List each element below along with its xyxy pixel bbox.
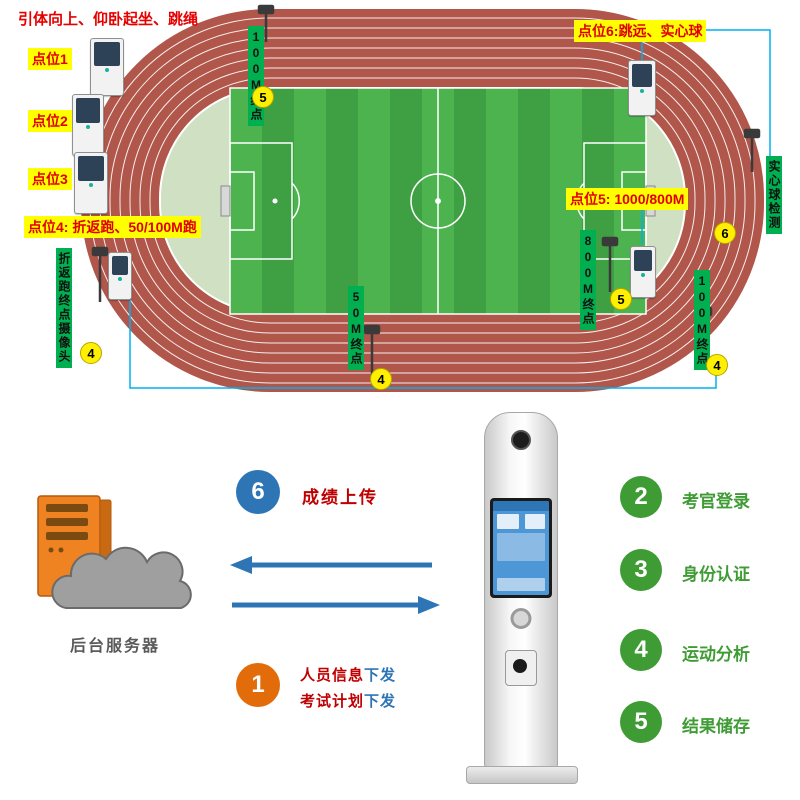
screen-tile <box>497 578 545 591</box>
marker-6-right: 6 <box>714 222 736 244</box>
device-light <box>641 273 645 277</box>
step-1-circle: 1 <box>236 663 280 707</box>
test-device-photo-5 <box>630 246 656 298</box>
camera-pole-icon <box>91 246 109 302</box>
track-field-graphic <box>79 4 771 394</box>
point2-label: 点位2 <box>28 110 72 132</box>
download-line-2: 考试计划下发 <box>300 690 396 711</box>
device-screen <box>94 42 120 66</box>
point1-label: 点位1 <box>28 48 72 70</box>
screen-tile <box>497 514 519 529</box>
test-device-photo-1 <box>90 38 124 96</box>
device-light <box>118 277 122 282</box>
device-light <box>89 183 93 188</box>
test-device-photo-4 <box>108 252 132 300</box>
device-light <box>105 67 109 72</box>
download-line1-main: 人员信息 <box>300 667 365 684</box>
upload-text: 成绩上传 <box>302 488 378 507</box>
kiosk-base <box>466 766 578 784</box>
flow-arrows-graphic <box>230 556 440 614</box>
screen-tile <box>525 514 545 529</box>
server-label: 后台服务器 <box>69 638 160 655</box>
shotput-check-tag: 实心球检测 <box>766 156 782 234</box>
device-light <box>640 88 644 93</box>
step-6-circle: 6 <box>236 470 280 514</box>
step-5-label: 结果储存 <box>682 717 750 736</box>
camera-pole-icon <box>363 324 381 374</box>
test-device-photo-3 <box>74 152 108 214</box>
marker-4-bottom-right: 4 <box>706 354 728 376</box>
camera-pole-icon <box>743 128 761 172</box>
step-4-label: 运动分析 <box>682 645 750 664</box>
step-3-circle: 3 <box>620 549 662 591</box>
kiosk-screen-ui <box>493 501 549 595</box>
device-screen <box>78 156 104 182</box>
server-cloud-graphic <box>37 495 192 609</box>
kiosk-speaker-icon <box>510 608 532 629</box>
step-3-label: 身份认证 <box>682 565 750 584</box>
camera-pole-icon <box>257 4 275 42</box>
finish-800m-tag: 800M终点 <box>580 230 596 330</box>
point3-label: 点位3 <box>28 168 72 190</box>
marker-4-left: 4 <box>80 342 102 364</box>
test-kiosk-device <box>466 412 578 784</box>
download-line2-main: 考试计划 <box>300 693 365 710</box>
marker-4-bottom: 4 <box>370 368 392 390</box>
page-title: 引体向上、仰卧起坐、跳绳 <box>18 11 199 28</box>
kiosk-lower-camera-icon <box>505 650 537 686</box>
kiosk-camera-icon <box>511 430 531 450</box>
download-line2-suffix: 下发 <box>364 693 397 710</box>
marker-5-right: 5 <box>610 288 632 310</box>
device-screen <box>634 250 652 271</box>
device-screen <box>76 98 100 124</box>
point6-label: 点位6:跳远、实心球 <box>574 20 707 42</box>
turnback-camera-tag: 折返跑终点摄像头 <box>56 248 72 368</box>
finish-100m-top-tag: 100M终点 <box>248 26 264 126</box>
download-arrow-icon <box>232 596 440 614</box>
download-line-1: 人员信息下发 <box>300 664 396 685</box>
screen-tile <box>497 533 545 561</box>
step-2-label: 考官登录 <box>682 492 750 511</box>
step-5-circle: 5 <box>620 701 662 743</box>
step-4-circle: 4 <box>620 629 662 671</box>
device-light <box>86 125 90 130</box>
marker-5-top: 5 <box>252 86 274 108</box>
upload-arrow-icon <box>230 556 432 574</box>
device-screen <box>632 64 652 87</box>
device-screen <box>112 256 128 276</box>
point5-label: 点位5: 1000/800M <box>566 188 689 210</box>
test-device-photo-6 <box>628 60 656 116</box>
goal-left <box>220 185 231 217</box>
camera-pole-icon <box>601 236 619 292</box>
finish-50m-tag: 50M终点 <box>348 286 364 370</box>
test-device-photo-2 <box>72 94 104 156</box>
step-2-circle: 2 <box>620 476 662 518</box>
finish-100m-right-tag: 100M终点 <box>694 270 710 370</box>
cloud-icon <box>51 546 192 609</box>
point4-label: 点位4: 折返跑、50/100M跑 <box>24 216 201 238</box>
download-line1-suffix: 下发 <box>364 667 397 684</box>
kiosk-screen <box>490 498 552 598</box>
